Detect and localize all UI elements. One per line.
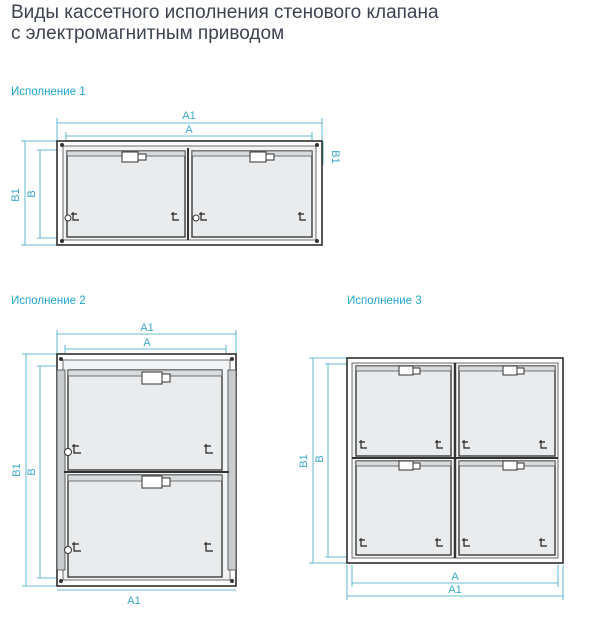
hinge-icon <box>199 212 207 221</box>
variant-1-label-b: B <box>26 190 38 197</box>
hinge-icon <box>539 440 547 449</box>
variant-2-label-b1: B1 <box>11 463 23 476</box>
title-line-2: с электромагнитным приводом <box>11 23 285 44</box>
actuator-icon <box>398 460 414 471</box>
variant-1-module <box>64 150 186 238</box>
variant-3-drawing: B1 B A A1 <box>298 357 564 600</box>
variant-2-drawing: A1 A B1 B A A1 <box>11 322 237 607</box>
variant-1-label-a: A <box>185 124 193 136</box>
bolt-icon <box>64 546 72 554</box>
variant-2-label-b: B <box>26 468 38 475</box>
variant-3-module <box>355 460 452 556</box>
page-title: Виды кассетного исполнения стенового кла… <box>11 2 571 44</box>
variant-1-corner-screw <box>315 239 319 243</box>
variant-3-module <box>458 365 556 457</box>
variant-3-label-a1: A1 <box>448 584 461 596</box>
actuator-icon <box>141 475 163 489</box>
variant-3-label-a: A <box>451 571 459 583</box>
variant-2-corner-screw <box>230 357 234 361</box>
bolt-icon <box>64 214 72 222</box>
hinge-icon <box>539 538 547 547</box>
variant-1-corner-screw <box>60 239 64 243</box>
hinge-icon <box>462 538 470 547</box>
variant-2-corner-screw <box>59 357 63 361</box>
variant-2-module-top <box>64 369 223 471</box>
actuator-icon <box>502 365 518 376</box>
variant-1-corner-screw <box>315 143 319 147</box>
hinge-icon <box>359 440 367 449</box>
variant-3-dimension-a: A <box>351 565 559 587</box>
variant-3-label-b: B <box>314 455 326 462</box>
bolt-icon <box>64 448 72 456</box>
variant-1-corner-screw <box>60 143 64 147</box>
actuator-icon <box>141 371 163 385</box>
variant-2-module-bottom <box>64 474 223 578</box>
variant-1-dimension-b1-right: B1 <box>322 141 341 165</box>
variant-3-label-b1: B1 <box>298 454 310 467</box>
hinge-icon <box>204 444 213 454</box>
hinge-icon <box>204 542 213 552</box>
variant-3-module <box>458 460 556 556</box>
hinge-icon <box>171 212 179 221</box>
variant-2-left-post <box>56 369 66 571</box>
variant-1-module <box>191 150 313 238</box>
variant-2-label-a: A <box>143 337 151 349</box>
variant-1-caption: Исполнение 1 <box>11 86 86 98</box>
variant-2-corner-screw <box>230 579 234 583</box>
variant-2-dimension-a1-bottom: A1 <box>57 589 236 607</box>
variant-3-dimension-a1: A1 <box>346 565 564 600</box>
hinge-icon <box>72 444 81 454</box>
hinge-icon <box>435 538 443 547</box>
variant-3-module <box>355 365 452 457</box>
actuator-icon <box>398 365 414 376</box>
hinge-icon <box>71 212 79 221</box>
variant-3-dimension-b1: B1 <box>298 357 350 564</box>
hinge-icon <box>462 440 470 449</box>
variant-2-dimension-b1: B1 <box>11 353 60 587</box>
variant-1-dimension-b1: B1 <box>10 140 60 246</box>
variant-1-label-a1: A1 <box>182 110 195 122</box>
variant-2-caption: Исполнение 2 <box>11 295 86 307</box>
hinge-icon <box>435 440 443 449</box>
actuator-icon <box>249 151 267 163</box>
bolt-icon <box>192 214 200 222</box>
variant-2-label-a1-top: A1 <box>140 322 153 334</box>
title-line-1: Виды кассетного исполнения стенового кла… <box>11 2 439 23</box>
variant-1-label-b1-right: B1 <box>329 150 341 163</box>
hinge-icon <box>298 212 306 221</box>
hinge-icon <box>359 538 367 547</box>
hinge-icon <box>72 542 81 552</box>
variant-3-caption: Исполнение 3 <box>347 295 422 307</box>
variant-1-label-b1: B1 <box>10 188 22 201</box>
actuator-icon <box>121 151 139 163</box>
variant-2-label-a1-bottom: A1 <box>127 595 140 607</box>
actuator-icon <box>502 460 518 471</box>
variant-1-drawing: A1 A B1 B B1 <box>10 110 341 246</box>
variant-2-right-post <box>227 369 237 571</box>
variant-2-corner-screw <box>59 579 63 583</box>
